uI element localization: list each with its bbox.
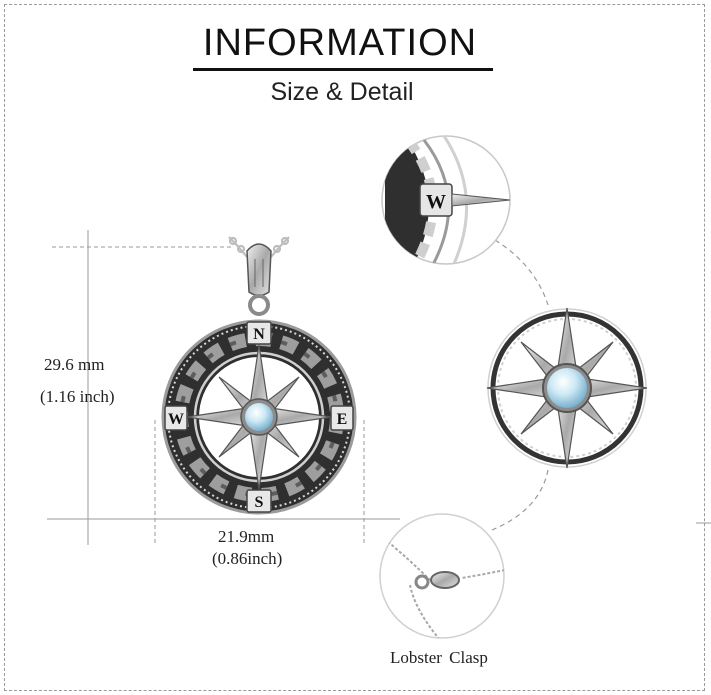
title-underline <box>193 68 493 71</box>
dimension-guides <box>47 230 711 545</box>
bail <box>246 243 272 297</box>
connector-2 <box>491 469 549 531</box>
detail-moonstone-icon <box>547 368 587 408</box>
lobster-clasp-icon <box>430 571 460 589</box>
west-letter: W <box>168 411 184 428</box>
detail-connectors <box>491 239 549 531</box>
north-letter: N <box>253 326 265 343</box>
width-mm-label: 21.9mm <box>218 527 275 546</box>
jump-ring <box>248 294 270 316</box>
page-border <box>4 4 705 691</box>
direction-tabs <box>164 321 354 513</box>
height-inch-label: (1.16 inch) <box>40 387 115 406</box>
detail-west-closeup: W <box>381 135 511 265</box>
clasp-caption: Lobster Clasp <box>390 648 488 667</box>
south-letter: S <box>255 494 264 511</box>
detail-west-letter: W <box>426 191 446 213</box>
width-inch-label: (0.86inch) <box>212 549 283 568</box>
pendant: N S W E <box>161 236 357 515</box>
page-subtitle: Size & Detail <box>270 78 414 106</box>
detail-star-closeup <box>486 307 648 469</box>
page-title: INFORMATION <box>202 22 478 64</box>
chain <box>228 236 290 258</box>
moonstone-icon <box>245 403 273 431</box>
east-letter: E <box>337 411 348 428</box>
height-mm-label: 29.6 mm <box>44 355 105 374</box>
connector-1 <box>494 239 549 306</box>
detail-clasp-closeup <box>379 513 505 639</box>
